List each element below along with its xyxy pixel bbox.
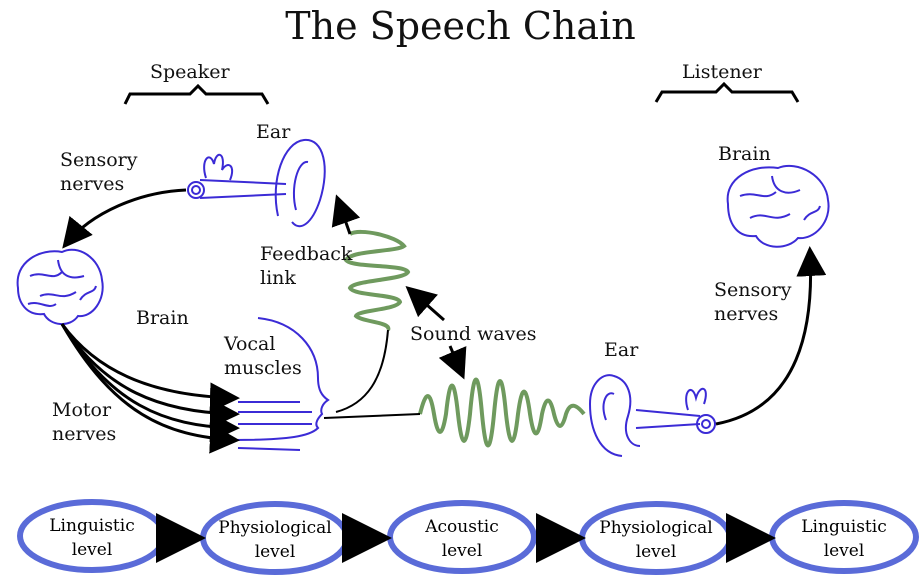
acoustic-sound-wave: [420, 380, 584, 446]
feedback-sound-wave: [346, 232, 408, 330]
speaker-brain-label: Brain: [136, 306, 189, 330]
speaker-brain-icon: [18, 250, 103, 324]
speaker-heading: Speaker: [150, 60, 230, 84]
sound-waves-label: Sound waves: [410, 322, 536, 346]
level-2-line2: level: [255, 542, 296, 562]
feedback-arrow: [338, 200, 350, 234]
level-3-line1: Acoustic: [424, 517, 499, 537]
level-2-line1: Physiological: [218, 518, 331, 538]
speaker-bracket: [125, 86, 268, 104]
listener-brain-icon: [728, 166, 829, 247]
speaker-ear-icon: [188, 140, 325, 226]
vocal-muscles-label: Vocal muscles: [224, 332, 302, 380]
feedback-link-label: Feedback link: [260, 242, 352, 290]
listener-heading: Listener: [682, 60, 762, 84]
level-5-line2: level: [824, 541, 865, 561]
speaker-sensory-nerves-label: Sensory nerves: [60, 148, 138, 196]
level-3-line2: level: [442, 541, 483, 561]
level-5-line1: Linguistic: [801, 517, 886, 537]
sound-waves-arrow-up: [410, 290, 444, 320]
motor-nerves-label: Motor nerves: [52, 398, 116, 446]
listener-brain-label: Brain: [718, 142, 771, 166]
level-1-line2: level: [72, 540, 113, 560]
level-1-line1: Linguistic: [49, 516, 134, 536]
level-4-line2: level: [636, 542, 677, 562]
level-4-line1: Physiological: [599, 518, 712, 538]
sound-waves-arrow-down: [450, 346, 462, 374]
listener-ear-label: Ear: [604, 338, 638, 362]
speaker-ear-label: Ear: [256, 120, 290, 144]
mouth-to-feedback-line: [336, 330, 388, 412]
mouth-to-wave-line: [324, 414, 420, 418]
sensory-nerves-arrow-speaker: [66, 190, 186, 244]
listener-sensory-nerves-label: Sensory nerves: [714, 278, 792, 326]
listener-ear-icon: [590, 375, 715, 456]
level-row: Linguistic level Physiological level Aco…: [20, 502, 916, 572]
listener-bracket: [656, 84, 798, 102]
